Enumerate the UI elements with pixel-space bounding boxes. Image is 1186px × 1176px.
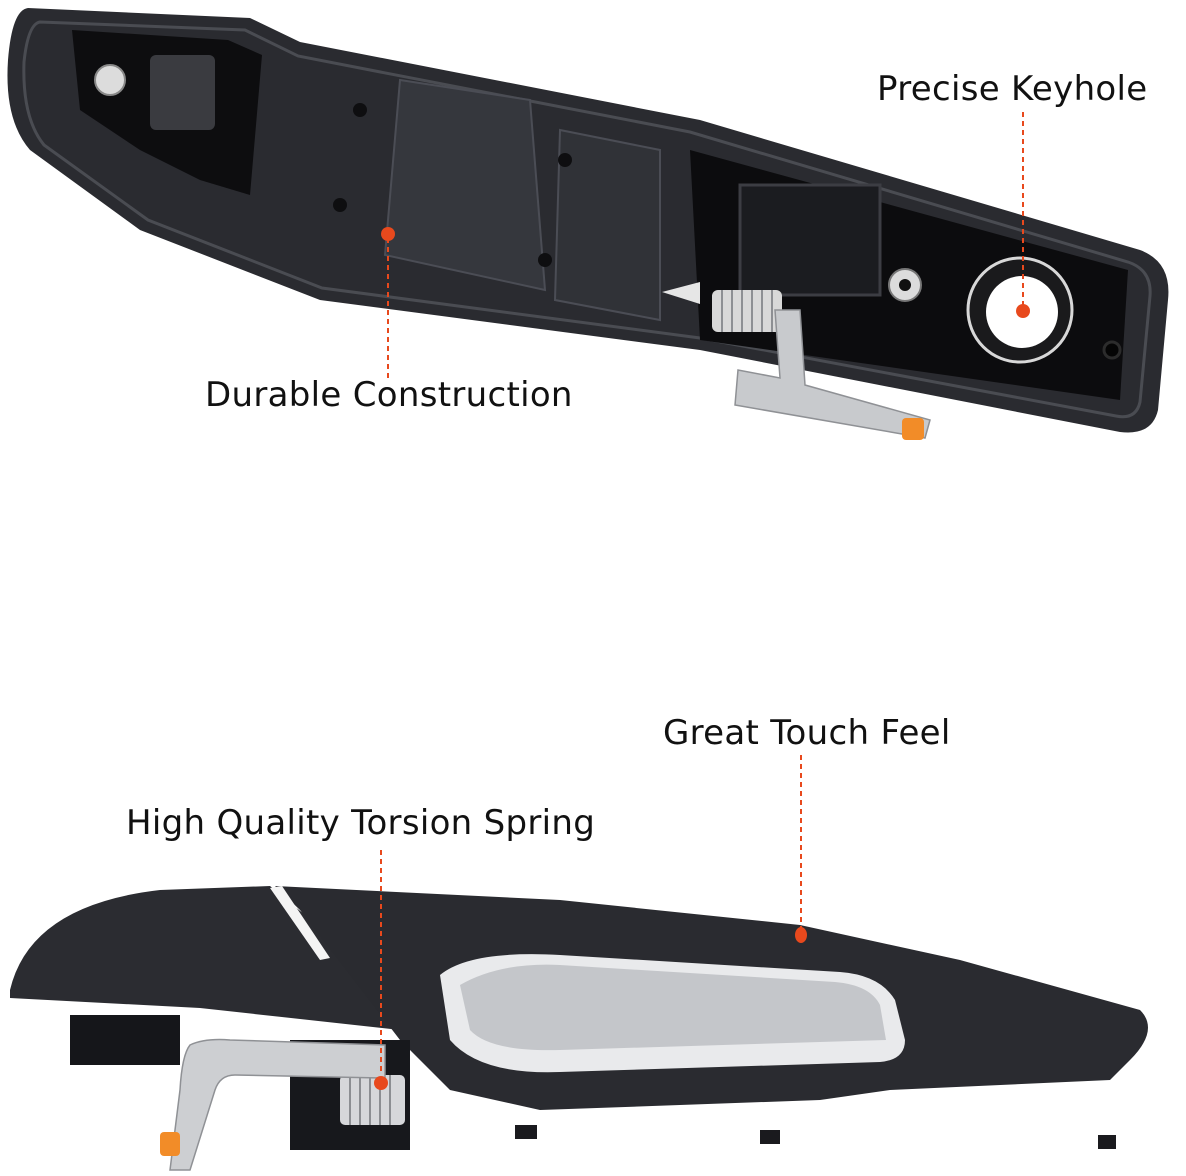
label-durable-construction: Durable Construction bbox=[205, 375, 573, 415]
metal-lever-side bbox=[169, 1038, 386, 1171]
boss bbox=[333, 198, 347, 212]
central-plate bbox=[383, 78, 547, 292]
label-precise-keyhole: Precise Keyhole bbox=[877, 69, 1148, 109]
orange-clip-side bbox=[160, 1132, 180, 1156]
callout-dot-touch bbox=[795, 927, 807, 943]
torsion-spring-top bbox=[662, 282, 782, 332]
label-torsion-spring: High Quality Torsion Spring bbox=[126, 803, 596, 843]
metal-lever-top bbox=[734, 309, 931, 439]
right-plate bbox=[553, 128, 661, 322]
boss bbox=[538, 253, 552, 267]
bracket-left bbox=[70, 1015, 180, 1065]
latch-block-right bbox=[738, 183, 882, 297]
gear-left bbox=[94, 64, 126, 96]
seam-highlight bbox=[270, 886, 330, 960]
foot-clip bbox=[1098, 1135, 1116, 1149]
handle-body-side-left bbox=[10, 886, 420, 1030]
boss bbox=[558, 153, 572, 167]
label-great-touch-feel: Great Touch Feel bbox=[663, 713, 951, 753]
callout-dot-durable bbox=[381, 227, 395, 241]
grip-inner-shadow bbox=[460, 964, 886, 1051]
torsion-spring-side bbox=[340, 1075, 405, 1125]
callout-dot-spring bbox=[374, 1076, 388, 1090]
latch-block-left bbox=[150, 55, 215, 130]
handle-rim-rear bbox=[22, 20, 1152, 419]
orange-clip-top bbox=[902, 418, 924, 440]
callout-dot-keyhole bbox=[1016, 304, 1030, 318]
foot-clip bbox=[760, 1130, 780, 1144]
foot-clip bbox=[515, 1125, 537, 1139]
boss bbox=[353, 103, 367, 117]
